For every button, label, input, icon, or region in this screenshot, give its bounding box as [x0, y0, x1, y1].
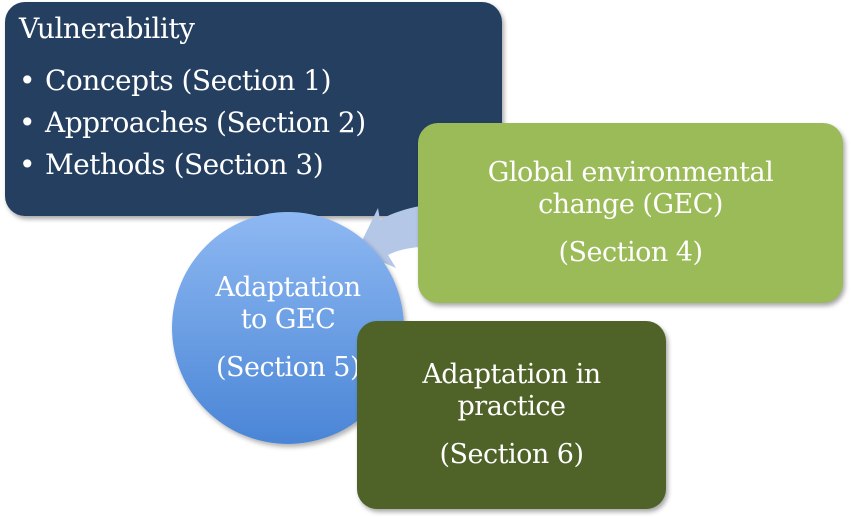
practice-label-line1: Adaptation in [422, 359, 601, 390]
list-item-approaches: • Approaches (Section 2) [19, 102, 366, 144]
adaptation-gec-section: (Section 5) [215, 352, 361, 383]
adaptation-gec-label-line1: Adaptation [215, 272, 361, 303]
bullet-icon: • [19, 148, 36, 181]
practice-box: Adaptation in practice (Section 6) [357, 321, 666, 509]
practice-label-line2: practice [457, 391, 567, 422]
gec-label-line2: change (GEC) [538, 189, 723, 220]
practice-section: (Section 6) [439, 439, 584, 470]
vulnerability-title: Vulnerability [19, 12, 195, 45]
list-item-methods: • Methods (Section 3) [19, 144, 366, 186]
adaptation-gec-label-line2: to GEC [240, 304, 336, 335]
list-item-label: Methods (Section 3) [45, 148, 324, 181]
list-item-concepts: • Concepts (Section 1) [19, 60, 366, 102]
gec-section: (Section 4) [558, 237, 703, 268]
bullet-icon: • [19, 64, 36, 97]
gec-label-line1: Global environmental [487, 157, 774, 188]
bullet-icon: • [19, 106, 36, 139]
vulnerability-box: Vulnerability • Concepts (Section 1) • App… [5, 2, 502, 216]
list-item-label: Approaches (Section 2) [45, 106, 366, 139]
vulnerability-list: • Concepts (Section 1) • Approaches (Secti… [19, 60, 366, 186]
gec-box: Global environmental change (GEC) (Secti… [418, 123, 843, 303]
list-item-label: Concepts (Section 1) [45, 64, 332, 97]
